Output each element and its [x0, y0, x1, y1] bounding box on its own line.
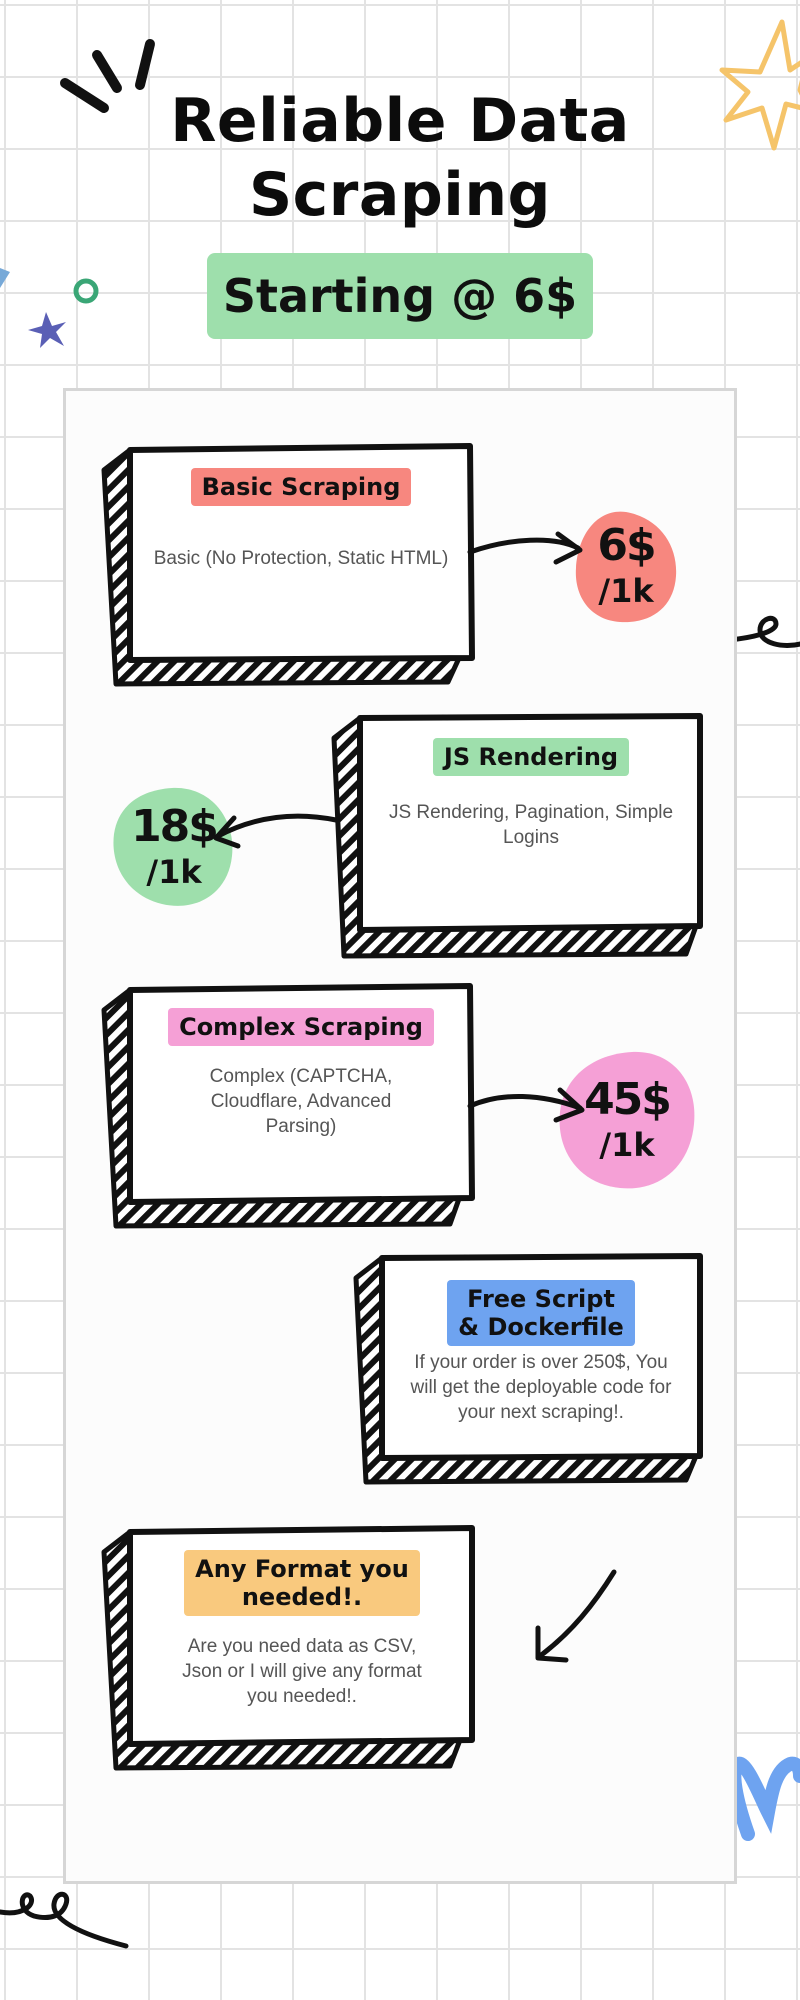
card-js-rendering: JS Rendering JS Rendering, Pagination, S… [380, 738, 682, 850]
arrow-icon [535, 1569, 617, 1663]
card-tag: Complex Scraping [168, 1008, 434, 1046]
card-tag-line-1: Any Format you [195, 1555, 409, 1583]
arrow-icon [213, 813, 339, 849]
price-js: 18$ /1k [114, 790, 234, 906]
card-tag-line-2: & Dockerfile [458, 1313, 624, 1341]
card-description: JS Rendering, Pagination, Simple Logins [388, 802, 674, 848]
card-tag: JS Rendering [432, 738, 630, 776]
starting-price-badge: Starting @ 6$ [207, 253, 593, 339]
price-unit: /1k [598, 572, 654, 610]
arrow-icon [467, 1087, 585, 1123]
card-tag: Any Format you needed!. [184, 1550, 420, 1616]
price-amount: 45$ [584, 1074, 672, 1125]
price-amount: 18$ [131, 801, 219, 852]
card-description: Complex (CAPTCHA, Cloudflare, Advanced P… [209, 1066, 393, 1137]
card-description: If your order is over 250$, You will get… [410, 1352, 672, 1423]
price-unit: /1k [599, 1126, 655, 1164]
card-tag-line-1: Free Script [467, 1285, 615, 1313]
card-any-format: Any Format you needed!. Are you need dat… [150, 1550, 454, 1709]
price-amount: 6$ [597, 520, 656, 571]
card-tag: Free Script & Dockerfile [447, 1280, 635, 1346]
card-free-script: Free Script & Dockerfile If your order i… [396, 1280, 686, 1425]
arrow-icon [467, 531, 583, 565]
card-description: Basic (No Protection, Static HTML) [153, 548, 449, 569]
price-blob-1 [575, 511, 677, 623]
price-blob-3 [559, 1051, 695, 1189]
card-basic: Basic Scraping Basic (No Protection, Sta… [150, 468, 452, 571]
price-blob-2 [113, 787, 233, 906]
card-description: Are you need data as CSV, Json or I will… [182, 1636, 422, 1707]
title-line-2: Scraping [248, 160, 552, 230]
card-tag-line-2: needed!. [241, 1583, 363, 1611]
card-tag: Basic Scraping [190, 468, 412, 506]
card-complex: Complex Scraping Complex (CAPTCHA, Cloud… [150, 1008, 452, 1139]
title-line-1: Reliable Data [170, 86, 630, 156]
page-title: Reliable Data Scraping [130, 84, 670, 232]
price-unit: /1k [146, 853, 202, 891]
price-complex: 45$ /1k [560, 1054, 694, 1188]
price-basic: 6$ /1k [576, 512, 676, 622]
